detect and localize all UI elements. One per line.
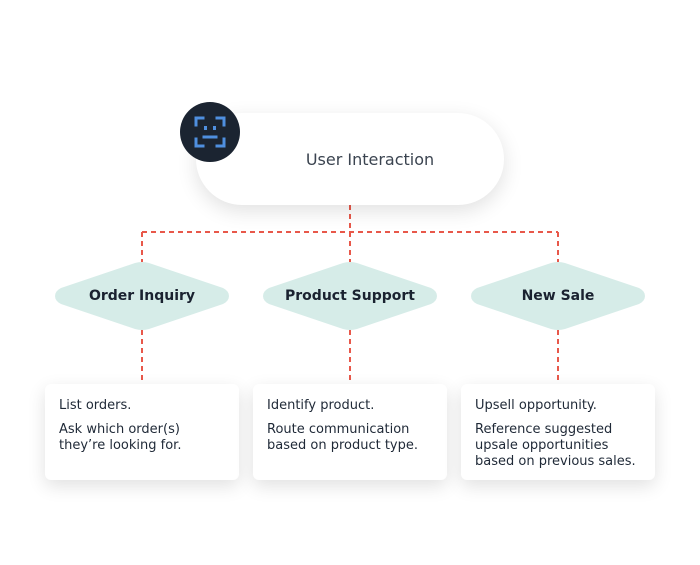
bot-face-icon-glyph — [194, 116, 226, 148]
decision-label: New Sale — [521, 288, 595, 304]
decision-label: Order Inquiry — [88, 288, 196, 304]
result-card-order-inquiry: List orders. Ask which order(s) they’re … — [45, 384, 239, 480]
card-line: Ask which order(s) they’re looking for. — [59, 422, 182, 453]
decision-product-support: Product Support — [263, 261, 437, 331]
decision-label: Product Support — [285, 288, 415, 304]
decision-order-inquiry: Order Inquiry — [55, 261, 229, 331]
card-line: Identify product. — [267, 398, 375, 413]
card-line: Reference suggested upsale opportunities… — [475, 422, 636, 469]
card-line: Route communication based on product typ… — [267, 422, 419, 453]
result-card-product-support: Identify product. Route communication ba… — [253, 384, 447, 480]
result-card-new-sale: Upsell opportunity. Reference suggested … — [461, 384, 655, 480]
card-line: Upsell opportunity. — [475, 398, 597, 413]
card-line: List orders. — [59, 398, 132, 413]
decision-new-sale: New Sale — [471, 261, 645, 331]
bot-face-icon — [180, 102, 240, 162]
root-node: User Interaction — [196, 113, 504, 205]
root-node-label: User Interaction — [305, 149, 435, 169]
